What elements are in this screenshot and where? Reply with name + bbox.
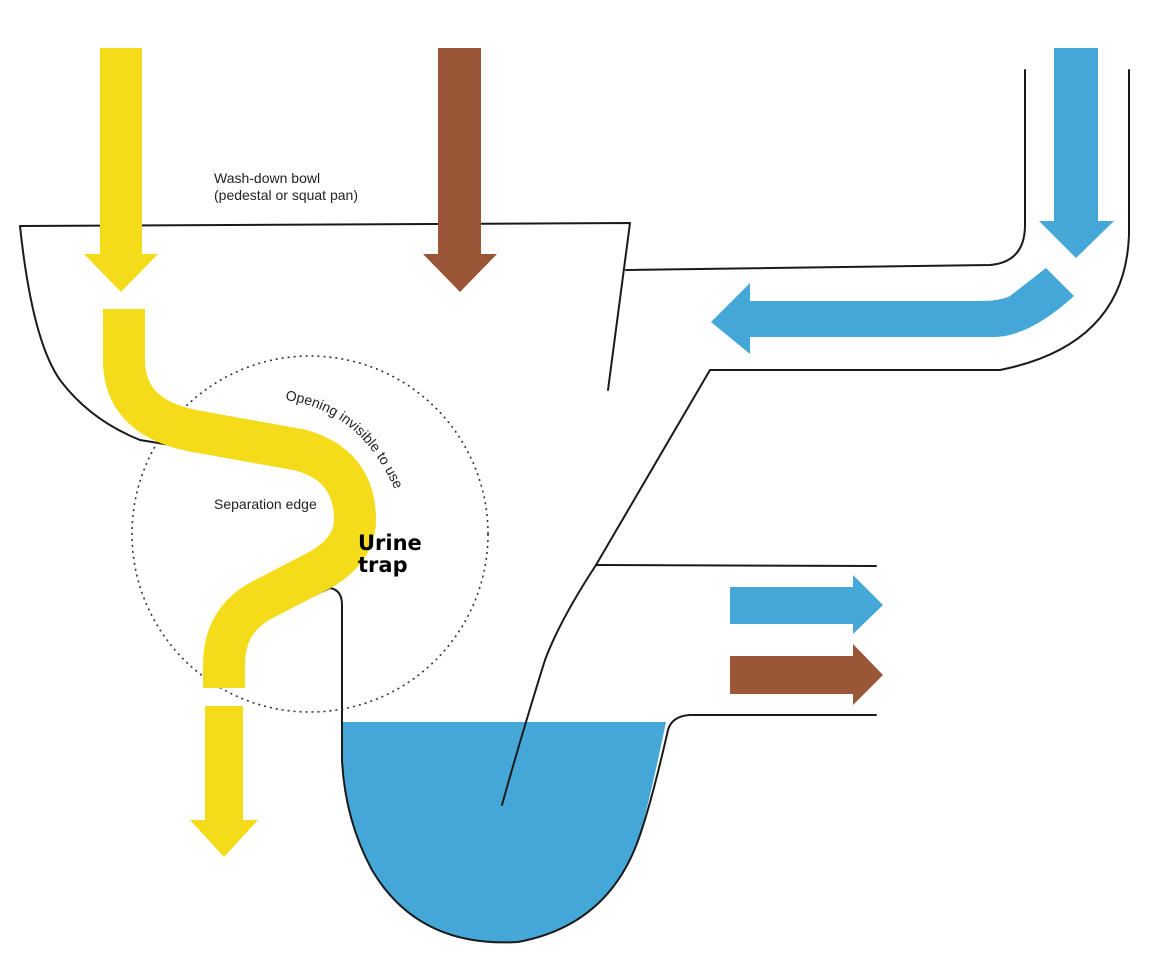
urine-trap-label-line1: Urine <box>358 531 422 555</box>
urine-trap-label-line2: trap <box>358 553 408 577</box>
flush-pipe-inner-outline <box>625 69 1026 271</box>
urine-path <box>103 309 376 688</box>
feces-outflow-arrow <box>730 644 883 705</box>
bowl-label-line1: Wash-down bowl <box>214 170 320 186</box>
urine-inflow-arrow <box>84 48 158 292</box>
flush-pipe-outer-outline <box>595 69 1130 566</box>
water-outflow-arrow <box>730 575 883 634</box>
bowl-left-wall-outline <box>19 225 141 441</box>
feces-inflow-arrow <box>423 48 497 292</box>
bowl-rim-outline <box>19 222 631 391</box>
flush-water-left-arrow <box>711 268 1074 354</box>
water-seal <box>342 722 666 943</box>
outlet-pipe-top-outline <box>595 564 877 567</box>
outlet-pipe-bottom-outline <box>329 587 877 944</box>
separation-edge-label: Separation edge <box>214 496 317 512</box>
urine-outflow-arrow <box>190 706 258 857</box>
flush-water-down-arrow <box>1039 48 1114 258</box>
trap-divider-outline <box>501 564 597 806</box>
detail-circle <box>131 355 489 713</box>
bowl-label-line2: (pedestal or squat pan) <box>214 187 358 203</box>
